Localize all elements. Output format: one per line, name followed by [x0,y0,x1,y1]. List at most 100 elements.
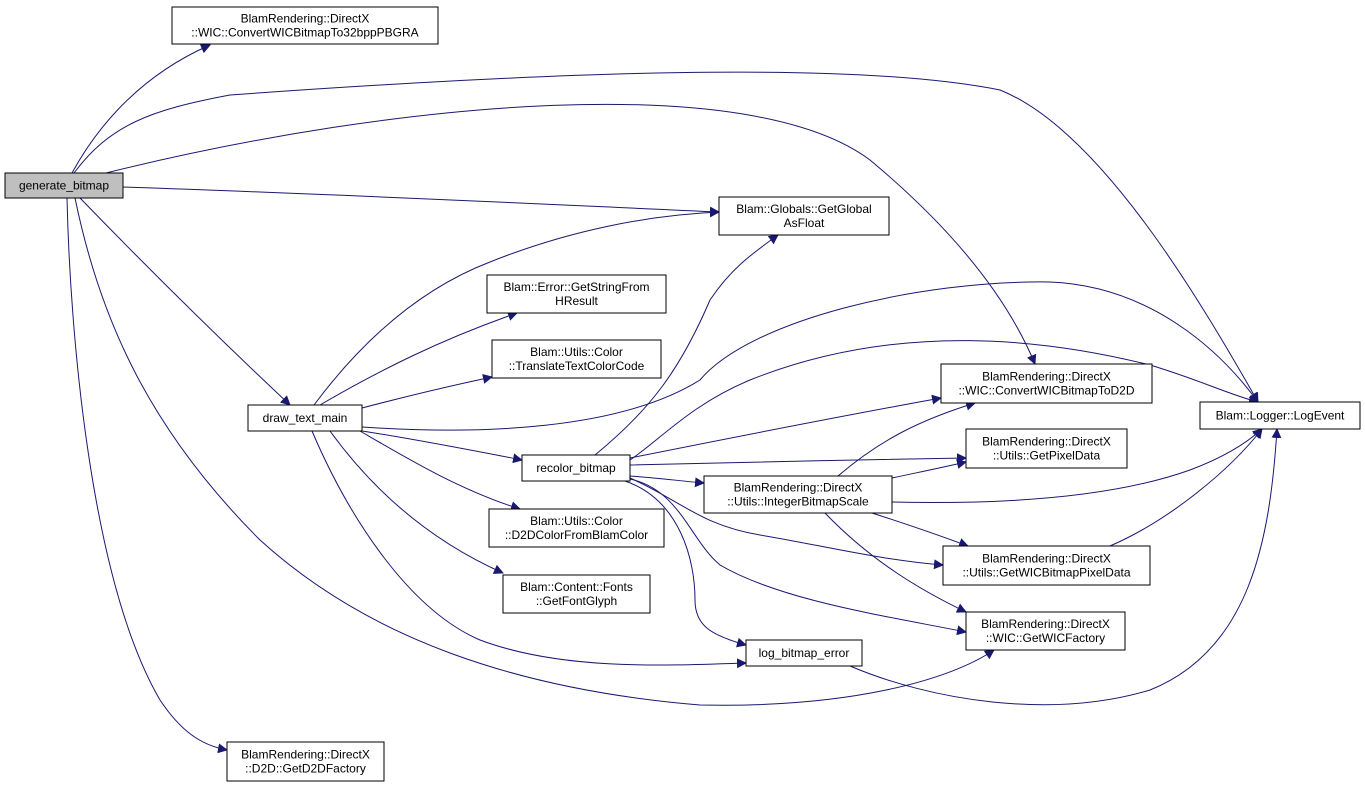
edge-recolor_bitmap-to-log_bitmap_error [624,480,747,648]
node-box [703,475,893,514]
node-label: BlamRendering::DirectX [981,617,1110,631]
edge-generate_bitmap-to-getglobal [122,186,720,217]
edge-path [329,430,504,574]
edge-path [361,373,493,409]
node-label: ::TranslateTextColorCode [509,359,645,373]
node-getpixel[interactable]: BlamRendering::DirectX::Utils::GetPixelD… [965,428,1128,469]
node-label: ::Utils::GetPixelData [993,449,1101,463]
node-box [491,339,662,379]
edge-draw_text_main-to-translate [361,373,493,409]
node-label: ::D2D::GetD2DFactory [245,762,366,776]
node-label: recolor_bitmap [536,461,616,475]
node-label: ::D2DColorFromBlamColor [505,528,648,542]
edge-generate_bitmap-to-logevent [73,71,1259,403]
node-generate-bitmap[interactable]: generate_bitmap [4,172,124,199]
edge-path [629,478,967,636]
node-box [4,172,124,199]
edge-draw_text_main-to-recolor_bitmap [361,430,523,464]
edge-generate_bitmap-to-convert32 [71,44,211,174]
edge-intscale-to-getpixel [891,459,967,479]
edge-path [311,430,747,669]
edge-recolor_bitmap-to-getwicpix [629,477,944,570]
edge-path [824,512,967,613]
node-label: Blam::Error::GetStringFrom [503,280,649,294]
node-label: log_bitmap_error [759,646,850,660]
edge-path [837,400,976,477]
node-label: draw_text_main [263,411,348,425]
edge-path [594,234,779,456]
node-getwicpix[interactable]: BlamRendering::DirectX::Utils::GetWICBit… [942,545,1151,586]
node-convert32[interactable]: BlamRendering::DirectX::WIC::ConvertWICB… [171,6,439,45]
edge-draw_text_main-to-geterr [319,311,518,406]
node-box [1199,401,1361,430]
node-d2dfactory[interactable]: BlamRendering::DirectX::D2D::GetD2DFacto… [226,741,385,782]
edge-log_bitmap_error-to-logevent [849,428,1282,706]
edge-draw_text_main-to-log_bitmap_error [311,430,747,669]
node-log-bitmap-error[interactable]: log_bitmap_error [745,639,863,667]
node-label: BlamRendering::DirectX [982,435,1111,449]
edge-path [629,477,944,570]
edge-path [361,281,1259,431]
node-label: generate_bitmap [19,179,109,193]
node-label: BlamRendering::DirectX [734,481,863,495]
node-wicfactory[interactable]: BlamRendering::DirectX::WIC::GetWICFacto… [965,611,1126,651]
node-intscale[interactable]: BlamRendering::DirectX::Utils::IntegerBi… [703,475,893,514]
node-label: ::WIC::GetWICFactory [986,631,1105,645]
node-label: Blam::Logger::LogEvent [1216,409,1345,423]
node-label: ::WIC::ConvertWICBitmapToD2D [958,384,1134,398]
edge-generate_bitmap-to-draw_text_main [79,197,291,406]
node-translate[interactable]: Blam::Utils::Color::TranslateTextColorCo… [491,339,662,379]
node-convertd2d[interactable]: BlamRendering::DirectX::WIC::ConvertWICB… [940,363,1153,404]
edge-path [73,71,1259,403]
node-label: BlamRendering::DirectX [982,370,1111,384]
edge-path [122,186,720,217]
edge-generate_bitmap-to-wicfactory [74,197,995,706]
edge-path [66,197,228,754]
edge-path [71,44,211,174]
node-d2dcolor[interactable]: Blam::Utils::Color::D2DColorFromBlamColo… [488,508,665,548]
node-fontglyph[interactable]: Blam::Content::Fonts::GetFontGlyph [502,574,651,614]
nodes-layer: generate_bitmapBlamRendering::DirectX::W… [4,6,1361,782]
node-recolor-bitmap[interactable]: recolor_bitmap [521,454,631,482]
node-label: ::Utils::IntegerBitmapScale [727,495,869,509]
node-label: HResult [555,294,598,308]
node-label: ::WIC::ConvertWICBitmapTo32bppPBGRA [191,26,418,40]
node-box [965,611,1126,651]
node-label: Blam::Utils::Color [530,345,623,359]
edge-recolor_bitmap-to-getpixel [629,453,967,466]
edge-intscale-to-convertd2d [837,400,976,477]
edge-recolor_bitmap-to-logevent [629,340,1259,461]
edge-intscale-to-wicfactory [824,512,967,613]
edge-draw_text_main-to-logevent [361,281,1259,431]
node-label: BlamRendering::DirectX [241,748,370,762]
node-logevent[interactable]: Blam::Logger::LogEvent [1199,401,1361,430]
edge-path [871,512,969,548]
node-label: BlamRendering::DirectX [241,12,370,26]
edge-path [891,459,967,479]
node-box [226,741,385,782]
node-box [940,363,1153,404]
node-label: AsFloat [784,216,825,230]
edge-path [629,394,942,459]
edge-path [359,430,521,512]
edge-recolor_bitmap-to-convertd2d [629,394,942,459]
edge-path [891,428,1263,504]
node-box [745,639,863,667]
edge-path [79,197,291,406]
edge-path [74,197,995,706]
node-label: ::GetFontGlyph [536,594,617,608]
edge-recolor_bitmap-to-getglobal [594,234,779,456]
edge-draw_text_main-to-getglobal [313,207,720,406]
edge-path [849,428,1282,706]
edge-generate_bitmap-to-d2dfactory [66,197,228,754]
edge-path [105,103,1037,365]
edge-path [1109,428,1263,547]
node-draw-text-main[interactable]: draw_text_main [247,404,363,432]
edge-path [361,430,523,464]
node-label: BlamRendering::DirectX [982,552,1111,566]
edge-draw_text_main-to-d2dcolor [359,430,521,512]
node-box [171,6,439,45]
edge-intscale-to-logevent [891,428,1263,504]
